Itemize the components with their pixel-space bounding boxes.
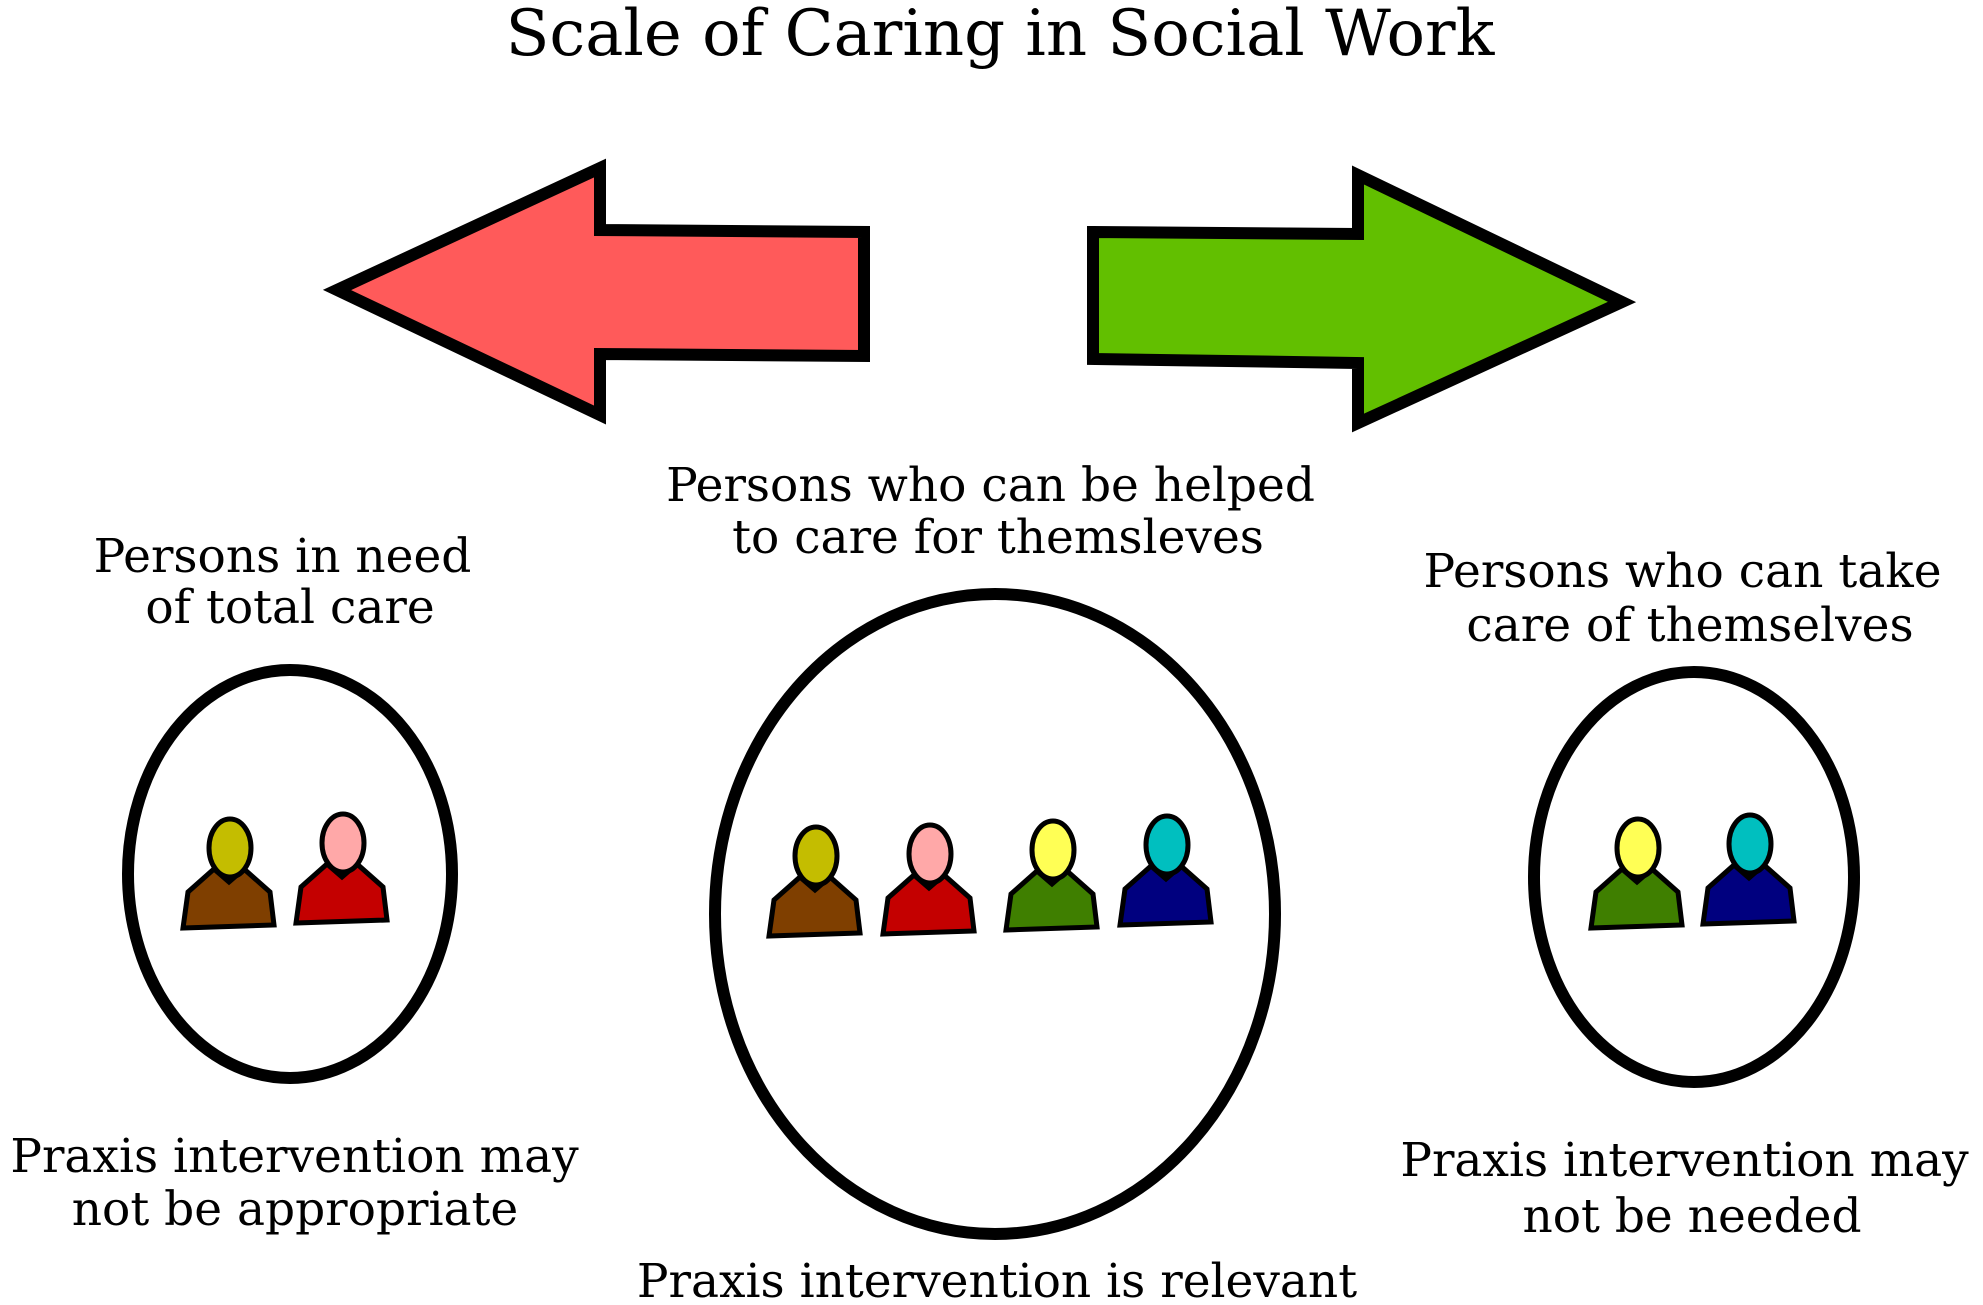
group-heading: Persons in need of total care: [94, 529, 487, 635]
people-row: [180, 811, 390, 931]
group-total-care: Persons in need of total care Praxis int…: [10, 529, 593, 1237]
left-arrow: [322, 158, 870, 425]
person-head: [1143, 813, 1191, 877]
person-icon: [880, 822, 977, 937]
people-row: [1588, 812, 1797, 931]
group-helped-care: Persons who can be helped to care for th…: [637, 458, 1357, 1305]
person-head: [1726, 812, 1774, 876]
person-icon: [766, 824, 863, 939]
group-circle: [1528, 666, 1860, 1088]
person-head: [906, 822, 954, 886]
group-heading-line: care of themselves: [1466, 598, 1913, 653]
person-head: [319, 811, 367, 875]
right-arrow: [1087, 165, 1637, 433]
group-heading-line: of total care: [145, 580, 434, 635]
group-footer-line: not be appropriate: [72, 1182, 519, 1237]
group-self-care: Persons who can take care of themselves …: [1400, 544, 1983, 1244]
group-footer-line: Praxis intervention may: [1400, 1133, 1969, 1188]
group-heading: Persons who can be helped to care for th…: [666, 458, 1330, 565]
group-footer-line: Praxis intervention is relevant: [637, 1254, 1357, 1300]
people-row: [766, 813, 1214, 939]
person-icon: [1700, 812, 1797, 927]
group-footer: Praxis intervention is relevant: [637, 1254, 1357, 1300]
person-head: [1029, 818, 1077, 882]
group-footer-line: Praxis intervention may: [10, 1129, 579, 1184]
person-icon: [1588, 816, 1685, 931]
group-footer: Praxis intervention may not be appropria…: [10, 1129, 593, 1237]
person-icon: [1117, 813, 1214, 928]
group-circle: [122, 664, 458, 1084]
group-heading-line: Persons who can take: [1424, 544, 1942, 599]
person-icon: [180, 816, 277, 931]
diagram-title: Scale of Caring in Social Work: [506, 0, 1496, 71]
group-footer-line: not be needed: [1522, 1189, 1861, 1244]
group-heading-line: Persons in need: [94, 529, 472, 584]
person-head: [1614, 816, 1662, 880]
person-icon: [1003, 818, 1100, 933]
group-heading-line: to care for themsleves: [732, 510, 1264, 565]
group-heading: Persons who can take care of themselves: [1424, 544, 1957, 653]
person-head: [206, 816, 254, 880]
group-circle: [709, 588, 1281, 1240]
group-footer: Praxis intervention may not be needed: [1400, 1133, 1983, 1244]
group-heading-line: Persons who can be helped: [666, 458, 1315, 513]
person-icon: [293, 811, 390, 926]
person-head: [792, 824, 840, 888]
